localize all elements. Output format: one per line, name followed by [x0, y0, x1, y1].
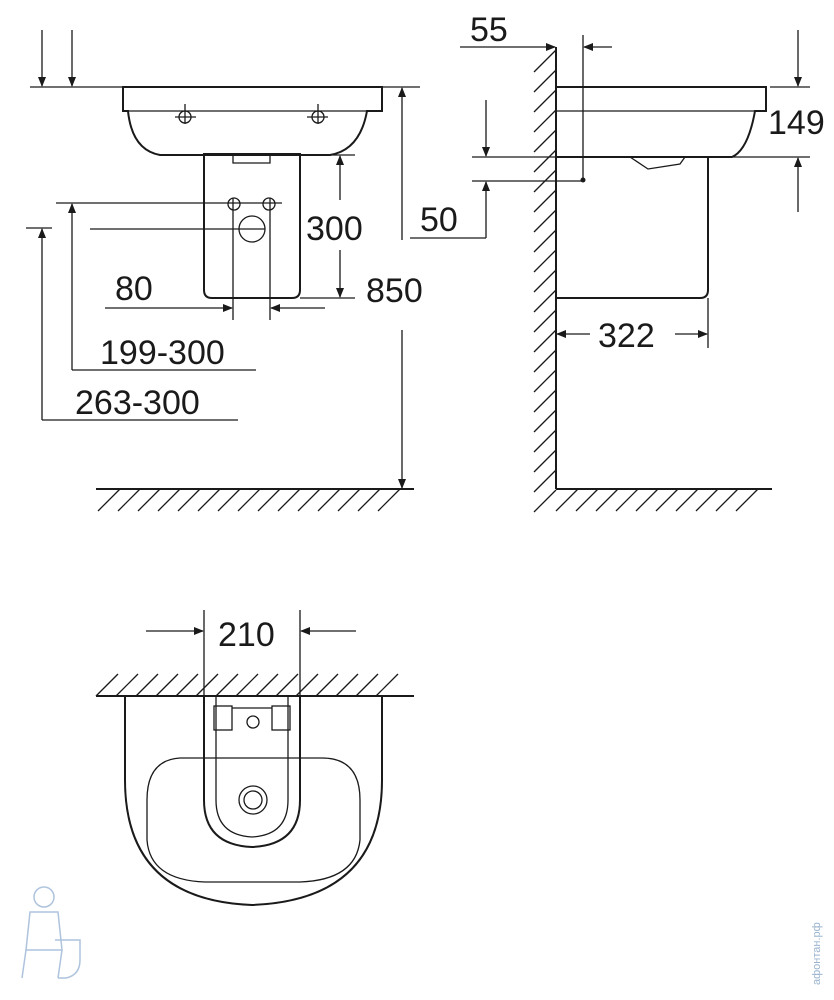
top-drain-outer: [238, 785, 268, 815]
plumber-mascot-icon: [21, 886, 81, 979]
dim-water-inlet-range: 199-300: [100, 334, 225, 372]
dim-support-height: 300: [306, 210, 363, 248]
front-semi-pedestal: [203, 153, 301, 299]
side-floor-hatch: [555, 488, 759, 512]
dim-drain-offset: 80: [115, 270, 153, 308]
dim-support-width: 210: [218, 616, 275, 654]
top-bracket-right: [271, 705, 291, 731]
dim-wall-gap: 55: [470, 11, 508, 49]
side-view: 55 149 50 322: [410, 11, 825, 513]
front-tap-hole-right: [307, 104, 328, 124]
front-basin-outline: [122, 86, 383, 156]
side-wall-hatch: [533, 49, 557, 513]
top-wall-hatch: [95, 673, 399, 697]
front-inlet-right: [262, 197, 276, 211]
side-basin-outline: [556, 86, 767, 158]
front-pedestal-notch: [232, 154, 271, 164]
dim-depth: 322: [598, 317, 655, 355]
dim-total-height: 850: [366, 272, 423, 310]
watermark-text: афонтан.рф: [811, 922, 823, 985]
front-floor-hatch: [97, 488, 401, 512]
front-inlet-left: [227, 197, 241, 211]
side-semi-pedestal: [556, 156, 709, 299]
top-view: 210: [95, 610, 414, 907]
top-bracket-left: [213, 705, 233, 731]
top-pedestal-outer: [203, 696, 301, 849]
top-drain-inner: [243, 790, 263, 810]
top-bowl-outline: [146, 757, 361, 883]
front-tap-hole-left: [175, 104, 196, 124]
top-overflow-hole: [246, 715, 260, 729]
top-basin-outline: [124, 696, 383, 907]
front-view: 300 80 199-300 263-300 850: [26, 30, 423, 512]
side-pedestal-notch: [629, 156, 686, 170]
dim-drain-height-range: 263-300: [75, 384, 200, 422]
top-pedestal-inner: [215, 696, 289, 838]
side-inlet-point: [580, 177, 586, 183]
dim-basin-thickness: 149: [768, 104, 825, 142]
dim-inlet-offset: 50: [420, 201, 458, 239]
